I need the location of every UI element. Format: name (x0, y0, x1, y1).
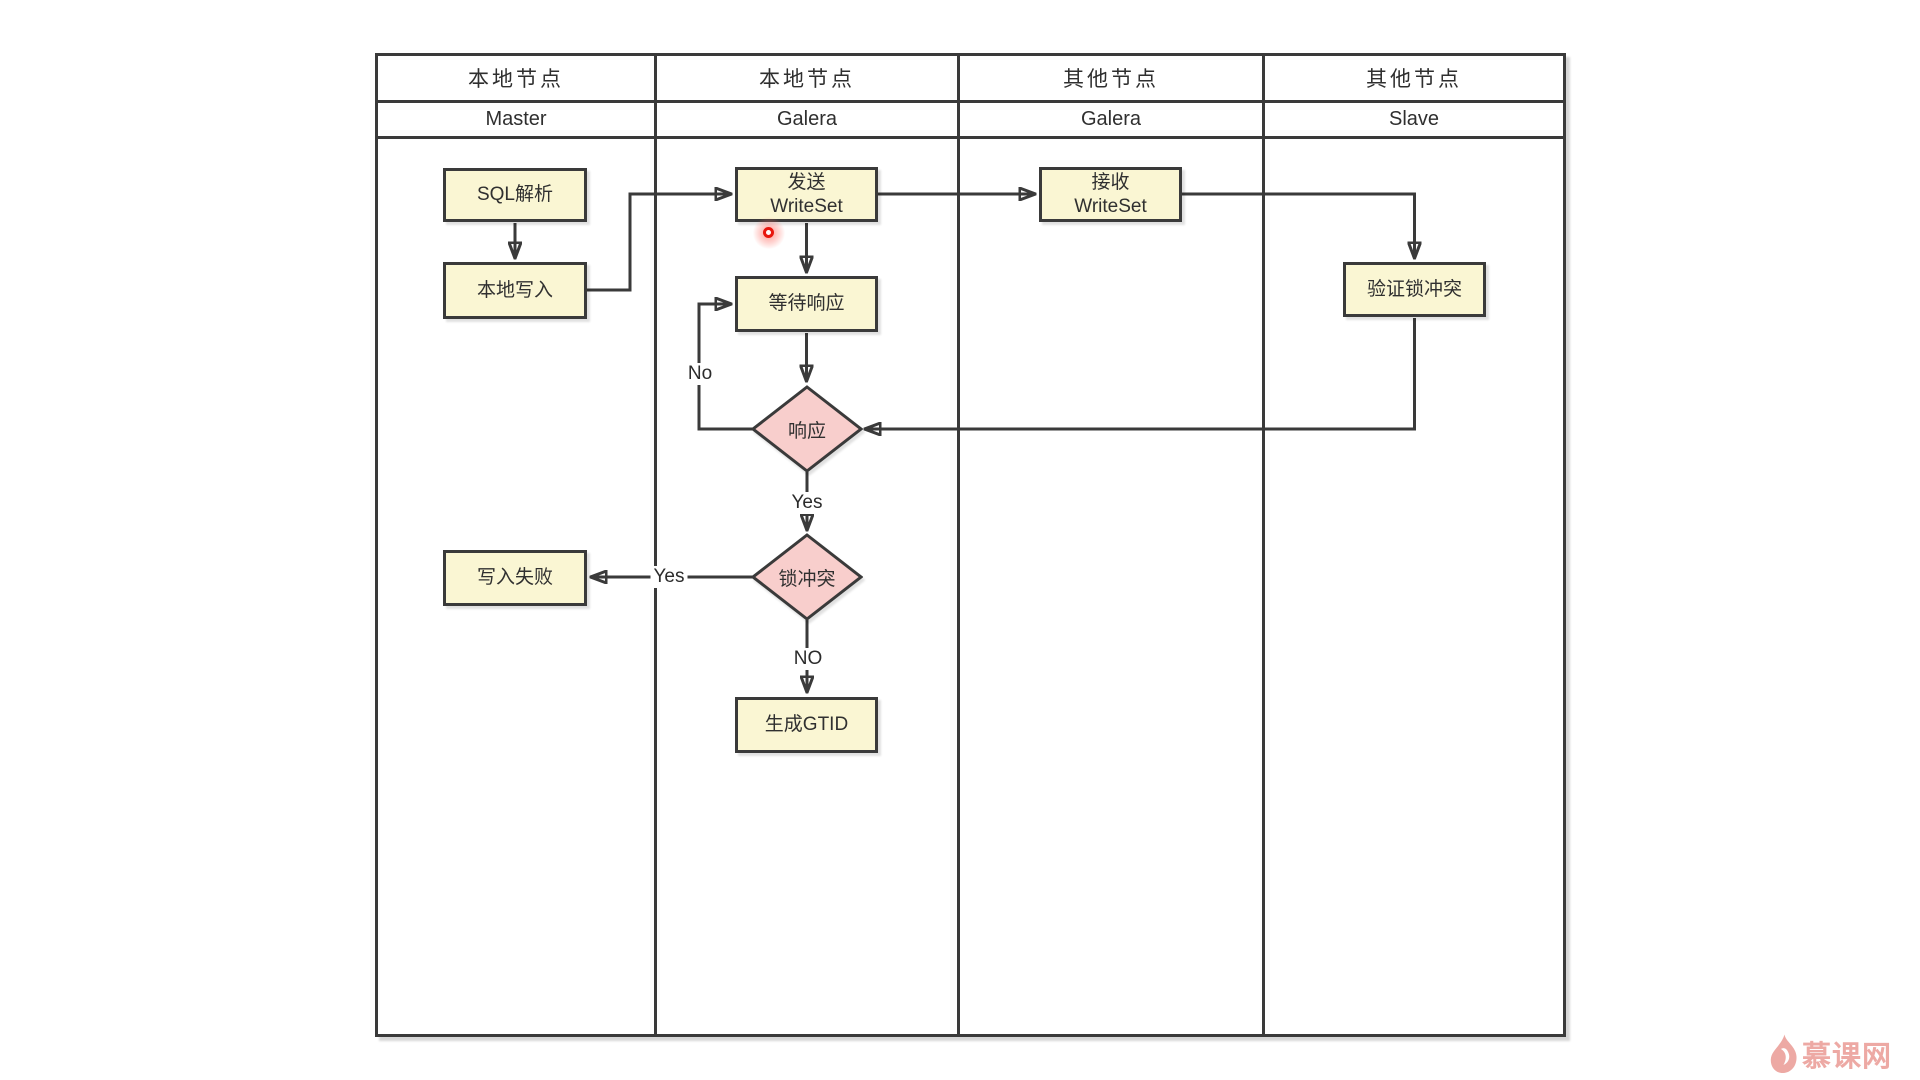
node-wait-response-label: 等待响应 (768, 293, 845, 314)
edge-label-conflict-yes: Yes (650, 566, 688, 588)
lane1-name: Master (485, 108, 547, 130)
lane-divider-3 (1262, 53, 1265, 1037)
node-send-writeset-line1: 发送 (787, 171, 826, 193)
node-local-write-label: 本地写入 (476, 279, 553, 301)
node-wait-response: 等待响应 (735, 276, 878, 332)
node-send-writeset-line2: WriteSet (770, 195, 843, 217)
node-recv-writeset-line2: WriteSet (1074, 195, 1147, 217)
node-write-fail: 写入失败 (443, 550, 587, 606)
header-bottom-divider (375, 136, 1566, 139)
watermark-text: 慕课网 (1802, 1041, 1893, 1073)
node-generate-gtid-label: 生成GTID (764, 714, 849, 735)
watermark: 慕课网 (1770, 1034, 1892, 1074)
node-verify-lock-conflict: 验证锁冲突 (1343, 262, 1486, 317)
decision-response-shape (751, 385, 863, 473)
laser-pointer-dot (753, 217, 785, 249)
decision-lock-conflict-shape (751, 533, 863, 621)
laser-pointer-ring (763, 227, 774, 238)
lane4-group-title: 其他节点 (1366, 68, 1462, 91)
node-send-writeset: 发送 WriteSet (735, 167, 878, 222)
node-recv-writeset: 接收 WriteSet (1039, 167, 1182, 222)
swimlane-table-border (375, 53, 1566, 1037)
header-row-divider (375, 100, 1566, 103)
lane-divider-1 (654, 53, 657, 1037)
decision-lock-conflict: 锁冲突 (751, 533, 863, 621)
node-sql-parse: SQL解析 (443, 168, 587, 222)
lane1-group-title: 本地节点 (468, 68, 564, 91)
node-recv-writeset-line1: 接收 (1091, 171, 1130, 193)
decision-response: 响应 (751, 385, 863, 473)
lane3-group-title: 其他节点 (1063, 68, 1159, 91)
flame-icon (1770, 1034, 1797, 1074)
node-verify-lock-conflict-label: 验证锁冲突 (1366, 278, 1462, 300)
edge-label-conflict-no: NO (790, 648, 826, 670)
lane2-group-title: 本地节点 (759, 68, 855, 91)
decision-lock-conflict-label: 锁冲突 (778, 568, 836, 590)
lane-divider-2 (957, 53, 960, 1037)
edge-label-response-no: No (684, 363, 716, 385)
node-generate-gtid: 生成GTID (735, 697, 878, 753)
lane3-name: Galera (1080, 108, 1142, 130)
lane2-name: Galera (776, 108, 838, 130)
node-sql-parse-label: SQL解析 (476, 184, 554, 205)
decision-response-label: 响应 (787, 420, 826, 442)
node-local-write: 本地写入 (443, 262, 587, 319)
edge-label-response-yes: Yes (788, 492, 826, 514)
lane4-name: Slave (1388, 108, 1440, 130)
node-write-fail-label: 写入失败 (476, 567, 553, 588)
